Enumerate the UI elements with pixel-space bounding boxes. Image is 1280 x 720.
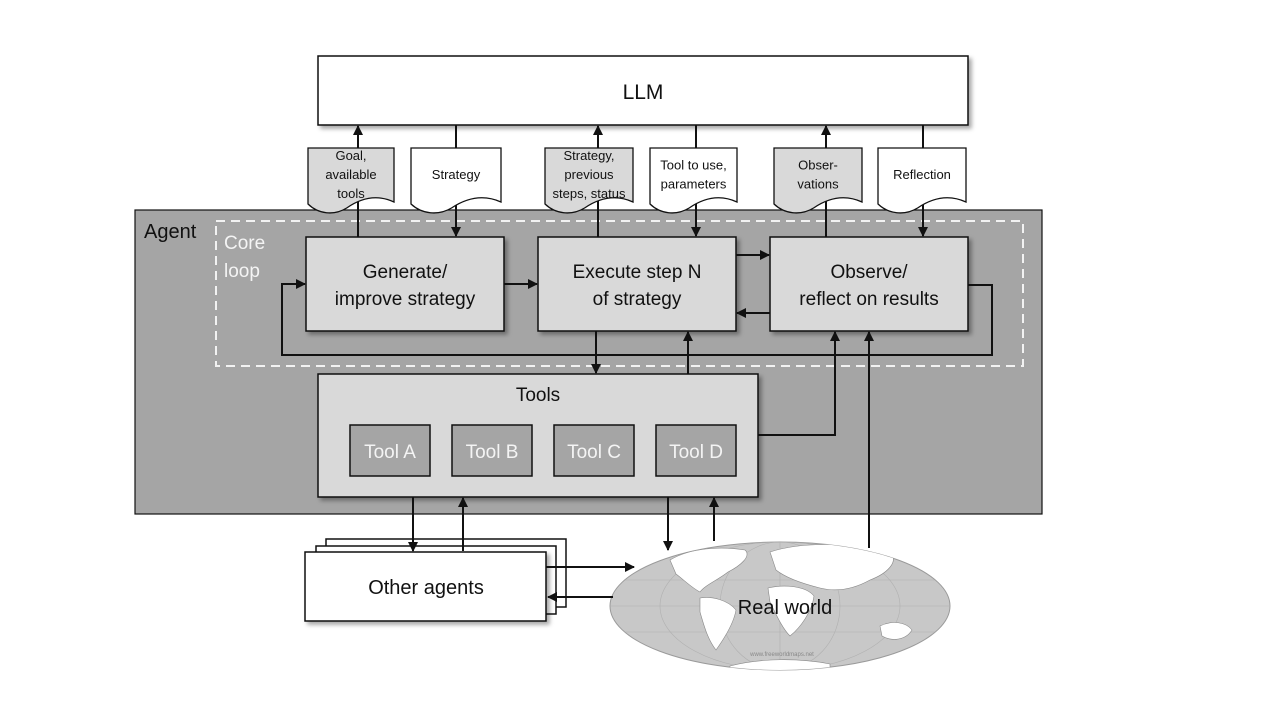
core-loop-label-1: Core (224, 233, 265, 254)
document-text-line: Reflection (893, 167, 951, 182)
tool-label: Tool C (567, 442, 621, 463)
document-shape (544, 147, 634, 214)
step-observe-reflect: Observe/ reflect on results (769, 236, 969, 332)
document-shape (649, 147, 738, 214)
tool-a: Tool A (349, 424, 431, 477)
other-agents-label: Other agents (368, 577, 484, 599)
llm-label: LLM (623, 81, 664, 104)
core-loop-label-2: loop (224, 261, 260, 282)
document-text-line: tools (337, 186, 365, 201)
tool-c: Tool C (553, 424, 635, 477)
arrow-loop-back (281, 279, 993, 356)
core-loop-region: Core loop (215, 220, 1024, 367)
document-text-line: previous (564, 167, 614, 182)
llm-box: LLM (317, 55, 969, 126)
world-map-continents (610, 542, 950, 670)
tool-d: Tool D (655, 424, 737, 477)
tool-label: Tool A (364, 442, 416, 463)
document-shape (307, 147, 395, 214)
step-label-1: Observe/ (830, 262, 908, 283)
document-shape (410, 147, 502, 214)
tool-b: Tool B (451, 424, 533, 477)
step-label-2: of strategy (593, 289, 682, 310)
document-text-line: Obser- (798, 158, 838, 173)
tool-label: Tool B (466, 442, 519, 463)
document-text-line: Tool to use, (660, 158, 727, 173)
document-text-line: Goal, (335, 148, 366, 163)
document-shape (773, 147, 863, 214)
agent-label: Agent (144, 221, 197, 243)
agent-arrows (281, 250, 993, 548)
document-shapes: Goal, available tools Strategy Strategy, prev… (307, 125, 967, 237)
document-reflection: Reflection (877, 125, 967, 237)
document-shape (877, 147, 967, 214)
tools-box: Tools Tool A Tool B Tool C Tool D (317, 373, 759, 498)
document-text-line: Strategy, (563, 148, 614, 163)
document-text-line: vations (797, 177, 839, 192)
step-label-2: improve strategy (335, 289, 476, 310)
step-label-1: Execute step N (573, 262, 702, 283)
arrow-tools-to-observe (758, 331, 840, 436)
step-label-1: Generate/ (363, 262, 448, 283)
step-execute-strategy: Execute step N of strategy (537, 236, 737, 332)
tool-label: Tool D (669, 442, 723, 463)
map-credit: www.freeworldmaps.net (749, 652, 814, 658)
real-world-label: Real world (738, 597, 832, 619)
document-observations: Obser-vations (773, 125, 863, 237)
document-strategy: Strategy (410, 125, 502, 237)
document-strategy-steps: Strategy, previous steps, status (544, 125, 634, 237)
other-agents: Other agents (304, 538, 567, 622)
document-goal: Goal, available tools (307, 125, 395, 237)
real-world-map: Real world www.freeworldmaps.net (609, 541, 951, 671)
document-text-line: steps, status (553, 186, 626, 201)
step-generate-strategy: Generate/ improve strategy (305, 236, 505, 332)
document-tool-params: Tool to use, parameters (649, 125, 738, 237)
step-label-2: reflect on results (799, 289, 938, 310)
external-arrows (408, 497, 719, 602)
document-text-line: parameters (661, 177, 727, 192)
tools-title: Tools (516, 385, 560, 406)
document-text-line: available (325, 167, 376, 182)
document-text-line: Strategy (432, 167, 481, 182)
